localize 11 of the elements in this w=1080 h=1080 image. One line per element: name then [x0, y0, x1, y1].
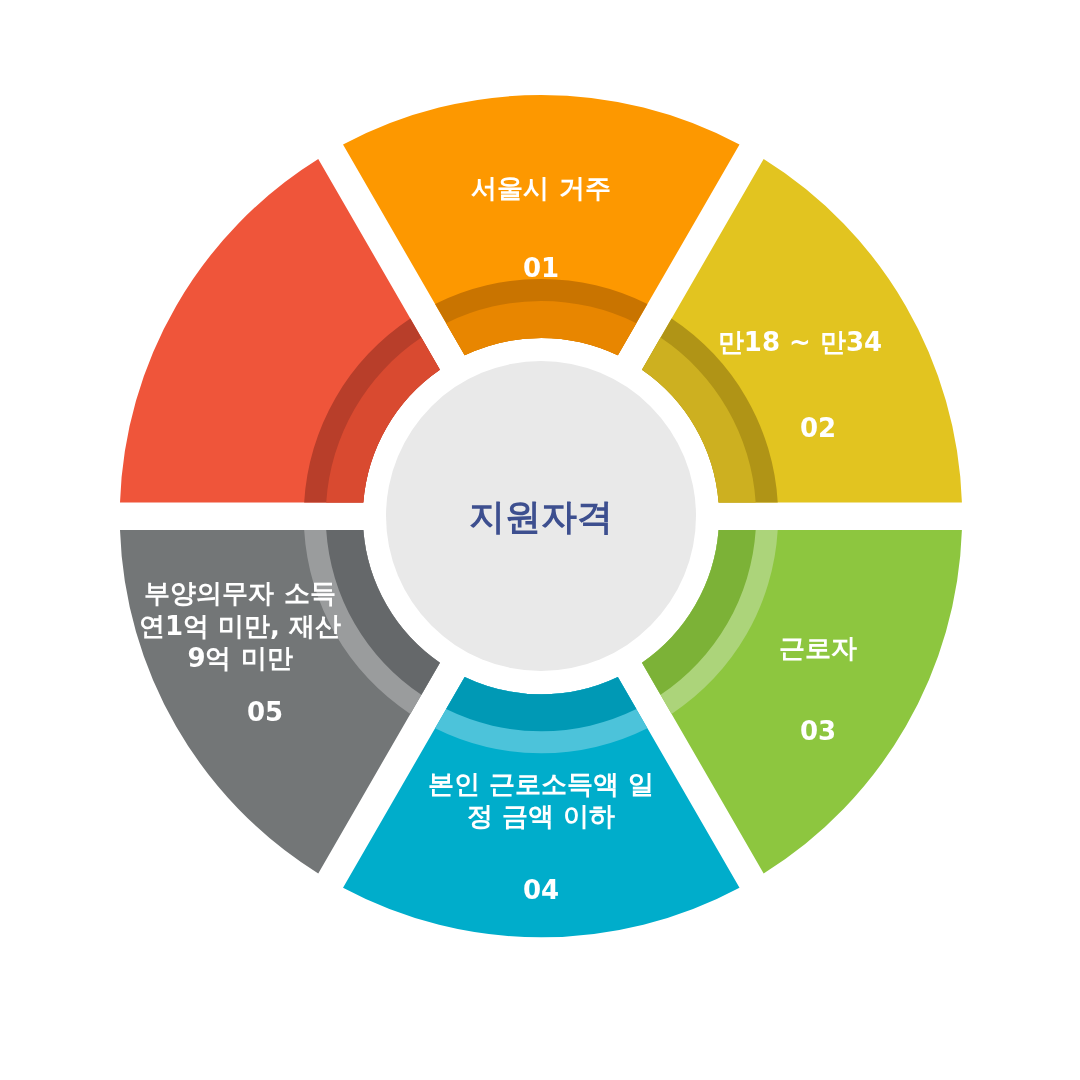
segment-title: 서울시 거주	[470, 171, 612, 205]
step-number: 02	[798, 411, 838, 445]
segment-title: 만18 ~ 만34	[716, 325, 884, 359]
step-number: 03	[798, 714, 838, 748]
step-number: 01	[521, 251, 561, 285]
segment-title: 부양의무자 소득 연1억 미만, 재산 9억 미만	[137, 577, 342, 675]
center-heading: 지원자격	[469, 494, 613, 539]
step-number: 04	[521, 873, 561, 907]
segment-title: 근로자	[778, 631, 858, 665]
step-number: 05	[245, 695, 285, 729]
segment-title: 본인 근로소득액 일정 금액 이하	[426, 767, 656, 833]
